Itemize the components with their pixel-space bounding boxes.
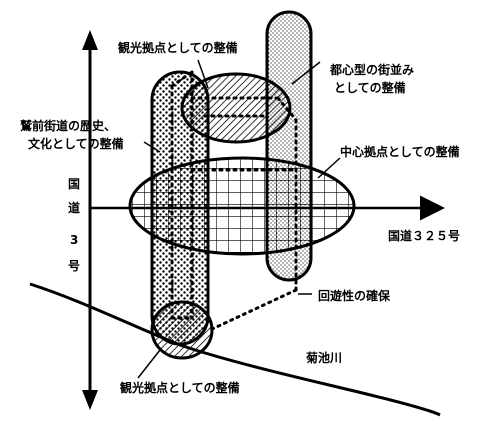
circulation-route xyxy=(170,70,298,332)
label-circulation: 回遊性の確保 xyxy=(318,288,391,303)
label-route3-1: 国 xyxy=(68,177,80,191)
label-route325: 国道３２５号 xyxy=(388,228,460,243)
label-route3-3: 3 xyxy=(70,233,78,247)
tourism-bottom-ellipse xyxy=(150,300,214,360)
label-center: 中心拠点としての整備 xyxy=(340,144,460,159)
label-history-1: 鷲前街道の歴史、 xyxy=(20,118,116,133)
river-line xyxy=(29,282,441,417)
label-urban-streets-2: としての整備 xyxy=(334,80,406,95)
urban-streets-capsule xyxy=(265,10,313,282)
label-tourism-bottom: 観光拠点としての整備 xyxy=(120,380,240,395)
label-urban-streets-1: 都心型の街並み xyxy=(329,62,414,77)
route3-axis xyxy=(82,30,98,410)
tourism-top-ellipse xyxy=(180,72,292,144)
label-river: 菊池川 xyxy=(305,350,342,365)
label-tourism-top: 観光拠点としての整備 xyxy=(118,40,238,55)
leader-lines xyxy=(137,59,341,379)
label-history-2: 文化としての整備 xyxy=(28,136,124,151)
label-route3-2: 道 xyxy=(68,200,80,215)
label-route3-4: 号 xyxy=(68,258,80,273)
